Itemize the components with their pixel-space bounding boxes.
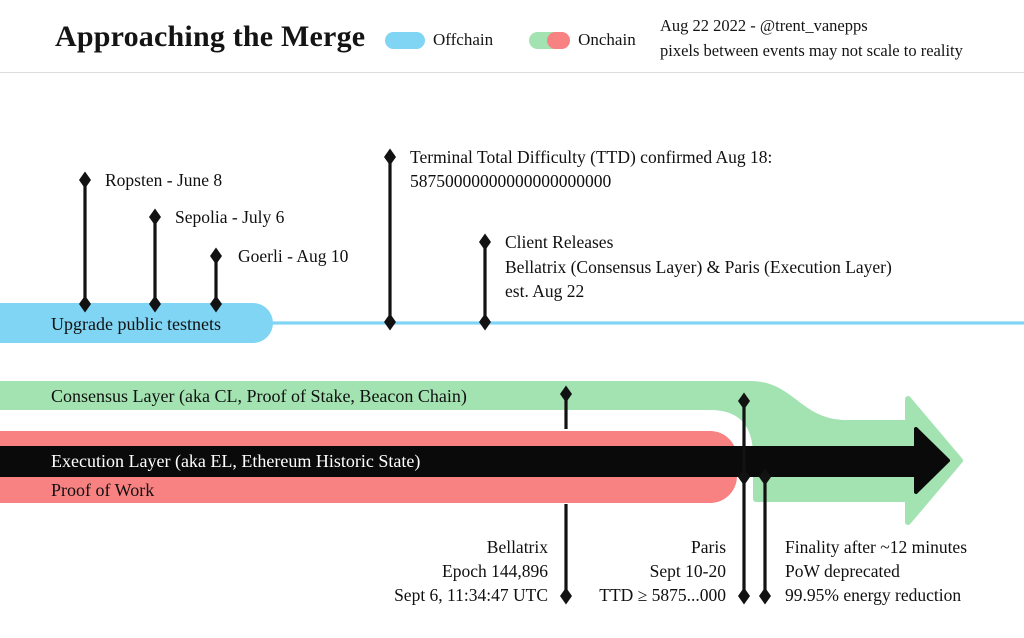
paris-merge-marker (738, 468, 750, 486)
ropsten-marker (79, 171, 91, 189)
page-title: Approaching the Merge (55, 20, 366, 53)
bellatrix-line1: Bellatrix (487, 537, 548, 557)
timeline-markers (79, 148, 771, 605)
ttd-label-line2: 58750000000000000000000 (410, 171, 612, 191)
ropsten-band-marker (79, 295, 91, 313)
bellatrix-label-marker (560, 587, 572, 605)
legend-offchain-label: Offchain (433, 30, 494, 49)
ttd-line-marker (384, 313, 396, 331)
header-bar: Approaching the Merge Offchain Onchain A… (0, 0, 1024, 73)
consensus-band-label: Consensus Layer (aka CL, Proof of Stake,… (51, 386, 467, 407)
credit-line-1: Aug 22 2022 - @trent_vanepps (660, 16, 868, 35)
goerli-label: Goerli - Aug 10 (238, 246, 349, 266)
testnets-band: Upgrade public testnets (0, 303, 1024, 343)
bellatrix-line2: Epoch 144,896 (442, 561, 548, 581)
ropsten-label: Ropsten - June 8 (105, 170, 222, 190)
sepolia-band-marker (149, 295, 161, 313)
legend: Offchain Onchain (385, 30, 664, 50)
goerli-band-marker (210, 295, 222, 313)
paris-line2: Sept 10-20 (650, 561, 727, 581)
paris-line3: TTD ≥ 5875...000 (599, 585, 726, 605)
finality-line2: PoW deprecated (785, 561, 900, 581)
event-labels: Ropsten - June 8 Sepolia - July 6 Goerli… (105, 147, 967, 605)
sepolia-label: Sepolia - July 6 (175, 207, 285, 227)
ttd-label-line1: Terminal Total Difficulty (TTD) confirme… (410, 147, 772, 167)
goerli-marker (210, 247, 222, 265)
credit-line-2: pixels between events may not scale to r… (660, 41, 963, 60)
legend-onchain-label: Onchain (578, 30, 636, 49)
sepolia-marker (149, 208, 161, 226)
paris-label-marker (738, 587, 750, 605)
client-releases-line2: Bellatrix (Consensus Layer) & Paris (Exe… (505, 257, 892, 277)
testnets-band-label: Upgrade public testnets (51, 314, 221, 334)
onchain-swatch-icon (529, 31, 571, 49)
execution-arrow-shape (0, 429, 948, 492)
finality-label-marker (759, 587, 771, 605)
ttd-marker (384, 148, 396, 166)
finality-line1: Finality after ~12 minutes (785, 537, 967, 557)
bellatrix-band-marker (560, 385, 572, 403)
merge-timeline-diagram: Upgrade public testnets Consensus Layer … (0, 147, 1024, 605)
client-releases-line3: est. Aug 22 (505, 281, 584, 301)
pow-band-label: Proof of Work (51, 480, 154, 500)
client-releases-marker (479, 233, 491, 251)
credit-note: Aug 22 2022 - @trent_vanepps pixels betw… (660, 13, 963, 63)
paris-band-marker (738, 392, 750, 410)
execution-band: Execution Layer (aka EL, Ethereum Histor… (0, 427, 950, 494)
paris-line1: Paris (691, 537, 726, 557)
client-line-marker (479, 313, 491, 331)
finality-line3: 99.95% energy reduction (785, 585, 961, 605)
bellatrix-line3: Sept 6, 11:34:47 UTC (394, 585, 548, 605)
client-releases-line1: Client Releases (505, 232, 614, 252)
finality-merge-marker (759, 468, 771, 486)
execution-band-label: Execution Layer (aka EL, Ethereum Histor… (51, 451, 420, 472)
offchain-swatch-icon (385, 31, 425, 49)
